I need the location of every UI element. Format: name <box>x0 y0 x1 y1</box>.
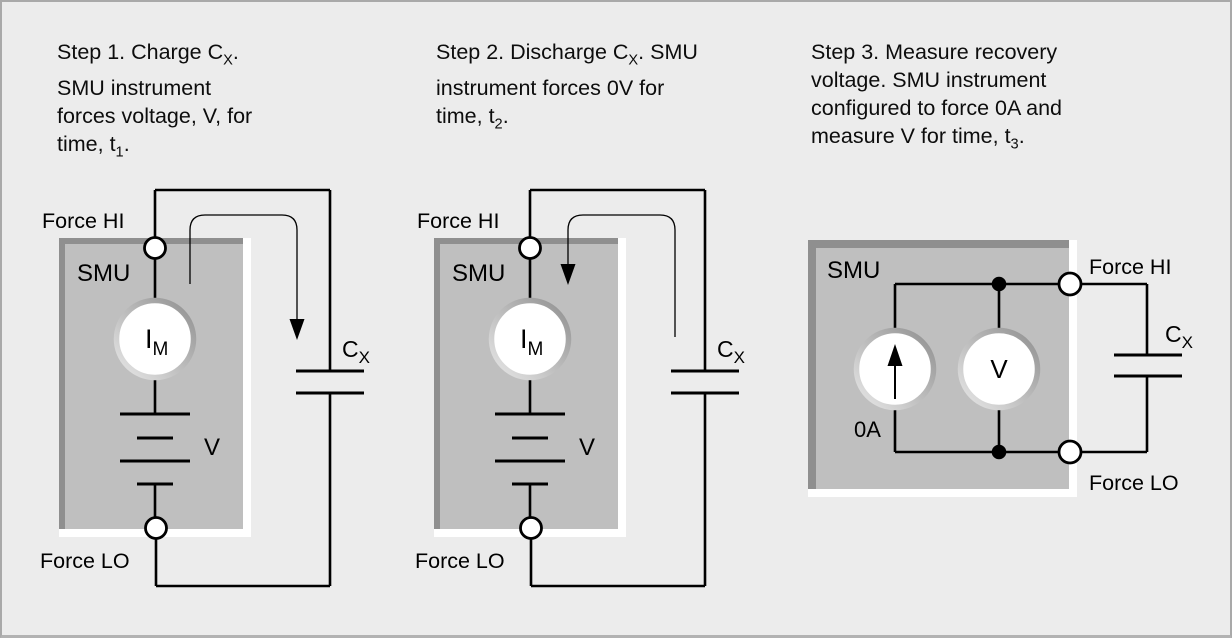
arrow-curve <box>189 214 298 320</box>
battery-symbol <box>495 412 565 486</box>
step-1-caption: Step 1. Charge CX. SMU instrument forces… <box>57 38 402 167</box>
caption-line: Step 1. Charge CX. <box>57 40 239 69</box>
force-hi-label: Force HI <box>417 209 499 233</box>
arrowhead-icon <box>289 319 305 340</box>
current-source <box>853 327 937 411</box>
step-3-circuit-diagram: SMU CX 0A V Force HI Force LO <box>808 240 1193 497</box>
up-arrowhead-icon <box>887 344 903 366</box>
force-hi-terminal <box>143 236 167 260</box>
capacitor-label: CX <box>1165 321 1193 352</box>
meter-label: IM <box>520 324 543 360</box>
step-2-circuit-diagram: SMU V CX IM Force HI Force LO <box>415 188 745 588</box>
step-2-caption: Step 2. Discharge CX. SMU instrument for… <box>436 38 771 139</box>
current-flow-arrow <box>560 214 676 337</box>
current-meter: IM <box>488 297 572 381</box>
force-lo-terminal <box>519 516 543 540</box>
force-lo-label: Force LO <box>415 549 505 573</box>
arrow-curve <box>567 214 676 337</box>
meter-circle <box>488 297 572 381</box>
junction-dot <box>991 276 1007 292</box>
capacitor-symbol <box>671 369 739 395</box>
caption-line: time, t2. <box>436 104 509 133</box>
caption-line: Step 2. Discharge CX. SMU <box>436 40 698 69</box>
smu-label: SMU <box>452 260 505 287</box>
caption-line: measure V for time, t3. <box>811 124 1025 153</box>
meter-label: IM <box>145 324 168 360</box>
battery-symbol <box>120 412 190 486</box>
capacitor-symbol <box>1114 353 1182 378</box>
meter-circle <box>113 297 197 381</box>
junction-dot <box>991 444 1007 460</box>
smu-label: SMU <box>827 257 880 284</box>
force-hi-terminal <box>1057 271 1083 297</box>
caption-line: instrument forces 0V for <box>436 76 665 101</box>
caption-line: forces voltage, V, for <box>57 104 253 129</box>
force-lo-label: Force LO <box>40 549 130 573</box>
capacitor-label: CX <box>342 336 370 367</box>
capacitor-label: CX <box>717 336 745 367</box>
caption-line: time, t1. <box>57 132 130 161</box>
voltmeter: V <box>957 327 1041 411</box>
current-meter: IM <box>113 297 197 381</box>
force-lo-terminal <box>144 516 168 540</box>
voltmeter-circle <box>957 327 1041 411</box>
caption-line: configured to force 0A and <box>811 96 1063 120</box>
voltmeter-label: V <box>990 354 1008 384</box>
step-1-circuit-diagram: SMU V CX IM Force HI Force LO <box>40 188 370 588</box>
caption-line: Step 3. Measure recovery <box>811 40 1058 64</box>
force-lo-terminal <box>1057 439 1083 465</box>
step-3-caption: Step 3. Measure recovery voltage. SMU in… <box>811 38 1206 158</box>
smu-label: SMU <box>77 260 130 287</box>
voltage-source-label: V <box>579 434 595 461</box>
capacitor-symbol <box>296 369 364 395</box>
circuit-wires <box>528 188 707 588</box>
caption-line: voltage. SMU instrument <box>811 68 1047 92</box>
circuit-wires <box>893 282 1149 454</box>
circuit-wires <box>153 188 332 588</box>
current-source-label: 0A <box>854 417 881 442</box>
arrowhead-icon <box>560 264 576 285</box>
force-hi-label: Force HI <box>1089 255 1171 279</box>
force-hi-terminal <box>518 236 542 260</box>
current-flow-arrow <box>189 214 305 340</box>
force-lo-label: Force LO <box>1089 471 1179 495</box>
voltage-source-label: V <box>204 434 220 461</box>
force-hi-label: Force HI <box>42 209 124 233</box>
caption-line: SMU instrument <box>57 76 212 101</box>
